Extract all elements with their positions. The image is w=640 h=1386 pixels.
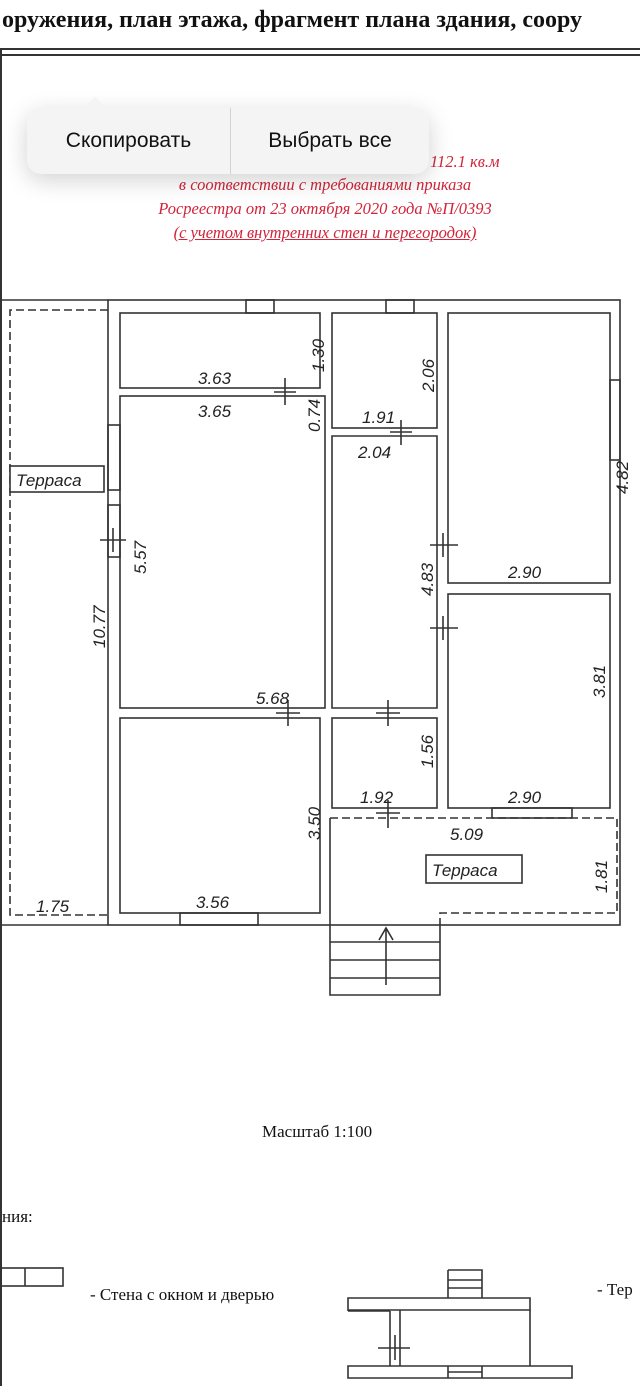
door-mark [274,378,296,405]
legend-heading: ния: [2,1207,33,1226]
window [245,299,275,314]
legend-wall-symbol [0,1267,64,1287]
stairs [329,925,441,996]
dim: 3.63 [198,369,232,388]
divider [0,48,640,50]
scale-label: Масштаб 1:100 [262,1122,373,1141]
label-box [9,465,105,493]
page-border [0,50,2,1386]
legend-terrace-symbol [347,1269,573,1379]
room [331,717,438,809]
dim: 4.82 [613,460,632,494]
dim: 1.30 [309,338,328,372]
room-living [119,395,326,709]
dim: 3.50 [305,806,324,840]
room [119,717,321,914]
window [107,424,121,491]
entrance-arrow-icon [378,926,394,985]
room [331,312,438,429]
door-mark [276,700,300,726]
dim: 1.92 [360,788,394,807]
dim: 1.56 [418,734,437,768]
dim: 4.83 [418,562,437,596]
door-mark [376,700,400,726]
dim: 3.56 [196,893,230,912]
dim: 1.81 [592,860,611,893]
dim: 5.57 [131,540,150,574]
door-mark [100,528,126,552]
dimension-labels: 3.63 3.65 1.30 0.74 2.06 1.91 2.04 4.82 … [36,338,632,916]
note-line-3: (с учетом внутренних стен и перегородок) [173,223,477,242]
dim: 5.68 [256,689,290,708]
label-box [425,854,523,884]
window [179,912,259,926]
divider [0,54,640,56]
window [609,379,621,461]
dim: 2.90 [507,563,542,582]
door-mark [430,616,458,640]
dim: 0.74 [305,399,324,432]
area-value: 112.1 кв.м [430,152,500,171]
room [119,312,321,389]
window [491,807,573,819]
wall [331,435,438,709]
note-line-2: Росреестра от 23 октября 2020 года №П/03… [158,199,492,218]
window [385,299,415,314]
room [447,312,611,584]
terrace-left-outline [9,309,108,916]
outer-wall [107,299,621,926]
copy-button[interactable]: Скопировать [27,108,231,174]
note-line-1: в соответствии с требованиями приказа [178,175,472,194]
dim: 10.77 [90,605,109,648]
window [107,504,121,558]
door-mark [390,420,412,445]
terrace-left-label: Терраса [16,471,82,490]
document-title: оружения, план этажа, фрагмент плана зда… [2,7,583,33]
context-menu: Скопировать Выбрать все [27,96,429,174]
dim: 2.04 [357,443,391,462]
room [447,593,611,809]
door-mark [376,800,400,828]
legend-wall-label: - Стена с окном и дверью [90,1285,275,1304]
dim: 2.06 [419,358,438,393]
legend-terrace-label: - Тер [597,1280,633,1299]
dim: 1.91 [362,408,395,427]
terrace-bottom-label: Терраса [432,861,498,880]
dim: 3.81 [590,665,609,698]
dim: 5.09 [450,825,484,844]
dim: 3.65 [198,402,232,421]
door-mark [430,533,458,557]
dim: 2.90 [507,788,542,807]
dim: 1.75 [36,897,70,916]
select-all-button[interactable]: Выбрать все [268,129,392,152]
